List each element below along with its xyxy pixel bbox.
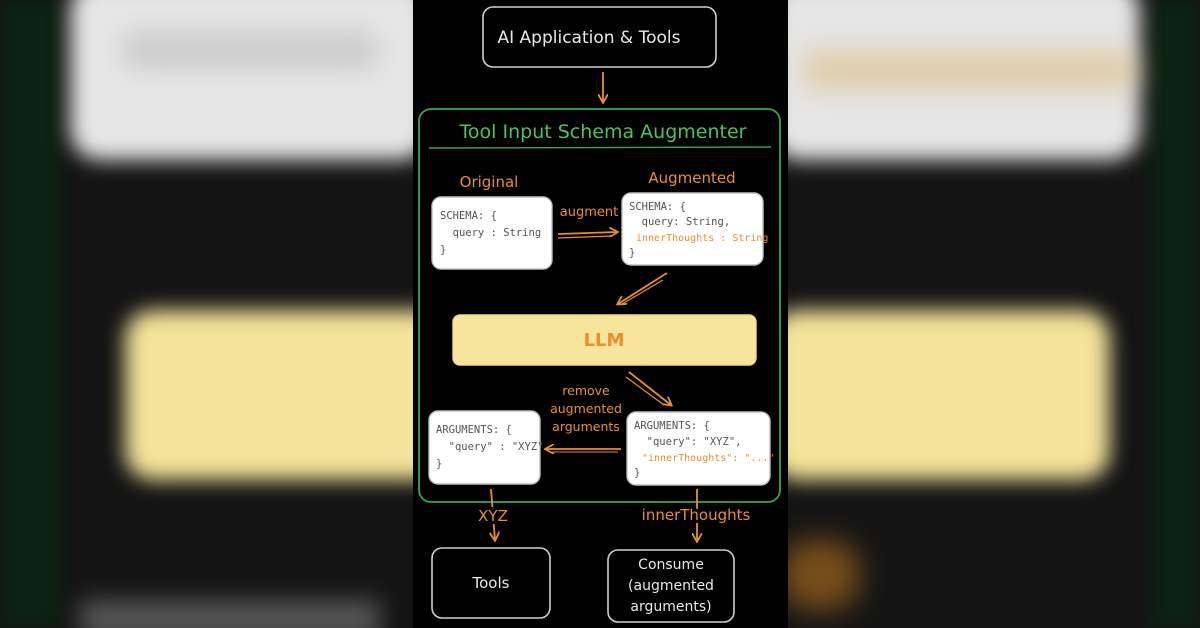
remove-edge-label-line-1: remove bbox=[562, 383, 610, 398]
augment-arrow-sketch bbox=[557, 235, 613, 239]
tools-node-label: Tools bbox=[472, 574, 510, 592]
llm-label: LLM bbox=[584, 330, 625, 351]
augmented-schema-line-1: SCHEMA: { bbox=[629, 201, 686, 213]
arguments-line-2: "query" : "XYZ" bbox=[436, 441, 543, 453]
consume-node-line-3: arguments) bbox=[630, 599, 711, 615]
augmented-schema-box bbox=[621, 192, 764, 266]
original-schema-box bbox=[431, 196, 553, 270]
arrow-llm-to-arguments bbox=[628, 371, 671, 405]
arrow-augmented-to-llm-sketch bbox=[621, 279, 664, 305]
arguments-box bbox=[428, 410, 541, 485]
bg-blur-ghost-text-left bbox=[120, 30, 380, 70]
remove-edge-label-line-2: augmented bbox=[550, 401, 622, 416]
original-schema-line-1: SCHEMA: { bbox=[440, 210, 497, 222]
bg-blur-ghost-text-right bbox=[800, 50, 1140, 90]
arrow-llm-to-arguments-sketch bbox=[625, 376, 665, 406]
arguments-line-1: ARGUMENTS: { bbox=[436, 424, 512, 436]
inner-thoughts-edge-label: innerThoughts bbox=[642, 506, 751, 524]
original-schema-line-2: query : String bbox=[440, 227, 541, 239]
augmented-label: Augmented bbox=[648, 169, 735, 187]
augmented-arguments-line-3-highlight: "innerThoughts": "..." bbox=[642, 453, 774, 464]
consume-node-line-2: (augmented bbox=[628, 578, 714, 594]
top-node-label: AI Application & Tools bbox=[498, 28, 681, 48]
bg-blur-gray-bottom bbox=[80, 600, 380, 628]
top-node-box bbox=[482, 6, 717, 68]
augment-edge-label: augment bbox=[560, 205, 618, 220]
augmented-arguments-line-1: ARGUMENTS: { bbox=[634, 420, 710, 432]
bg-blur-yellow-left bbox=[125, 310, 445, 480]
bg-blur-green-right bbox=[1150, 0, 1200, 628]
augmenter-title-underline bbox=[428, 146, 772, 149]
arrow-augmented-to-llm bbox=[618, 272, 668, 304]
augmenter-container bbox=[418, 108, 781, 503]
original-schema-line-3: } bbox=[440, 244, 446, 256]
augmented-arguments-line-2: "query": "XYZ", bbox=[634, 436, 741, 448]
bg-blur-white-left bbox=[70, 0, 430, 160]
bg-blur-yellow-right bbox=[770, 310, 1110, 480]
consume-node-line-1: Consume bbox=[638, 557, 704, 573]
arrow-to-tools bbox=[491, 488, 495, 540]
augment-arrow bbox=[557, 232, 617, 234]
remove-edge-label-line-3: arguments bbox=[552, 419, 620, 434]
augmented-arguments-box bbox=[626, 411, 771, 486]
xyz-edge-label: XYZ bbox=[478, 507, 508, 525]
augmenter-title: Tool Input Schema Augmenter bbox=[459, 121, 747, 143]
bg-blur-green-left bbox=[0, 0, 60, 628]
bg-blur-orange-right bbox=[780, 540, 860, 610]
augmented-schema-line-2: query: String, bbox=[629, 216, 730, 228]
arguments-line-3: } bbox=[436, 458, 442, 470]
llm-box bbox=[452, 314, 757, 366]
diagram-panel bbox=[413, 0, 788, 628]
augmented-arguments-line-4: } bbox=[634, 467, 640, 479]
augmented-schema-line-3-highlight: innerThoughts : String bbox=[636, 233, 768, 244]
augmented-schema-line-4: } bbox=[629, 247, 635, 259]
tools-node-box bbox=[431, 547, 551, 619]
original-label: Original bbox=[460, 173, 519, 191]
consume-node-box bbox=[607, 549, 735, 623]
